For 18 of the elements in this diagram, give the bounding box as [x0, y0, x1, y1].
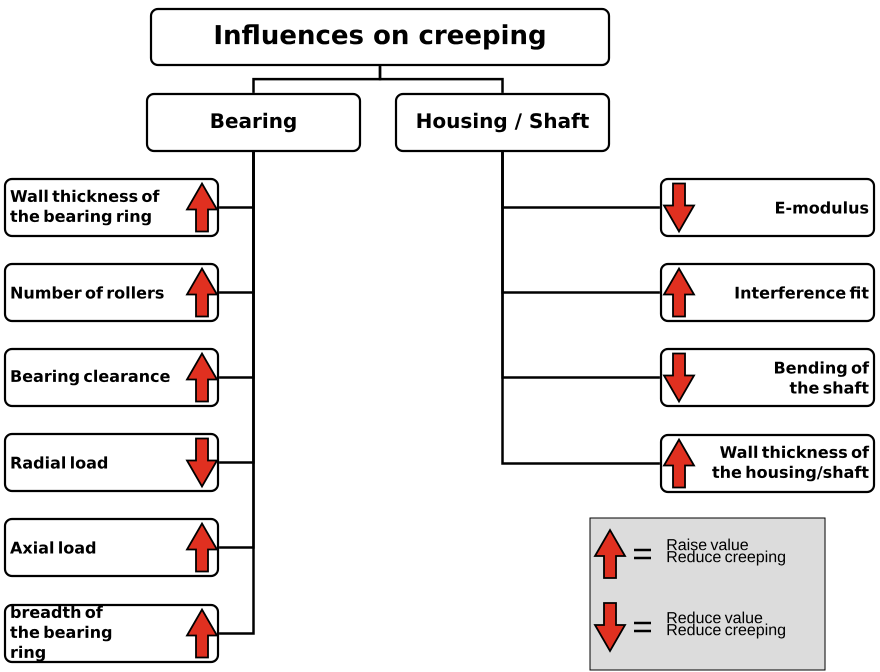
factor-box: breadth of the bearing ring [4, 604, 220, 664]
factor-box: Bearing clearance [4, 348, 220, 408]
factor-box: Bending of the shaft [660, 348, 876, 408]
category-box: Bearing [146, 92, 362, 152]
category-box: Housing / Shaft [394, 92, 610, 152]
factor-box: Interference fit [660, 262, 876, 322]
factor-box: Wall thickness of the housing/shaft [660, 434, 876, 494]
factor-box: Number of rollers [4, 262, 220, 322]
factor-box: Radial load [4, 432, 220, 492]
factor-box: Wall thickness of the bearing ring [4, 178, 220, 238]
connector-line [378, 66, 504, 93]
factor-box: E-modulus [660, 178, 876, 238]
connector-line [501, 152, 660, 465]
legend-text: Reduce value Reduce creeping [668, 612, 785, 638]
title-box: Influences on creeping [150, 8, 610, 66]
connector-line [219, 152, 255, 635]
factor-box: Axial load [4, 518, 220, 578]
legend-text: Raise value Reduce creeping [668, 538, 785, 566]
